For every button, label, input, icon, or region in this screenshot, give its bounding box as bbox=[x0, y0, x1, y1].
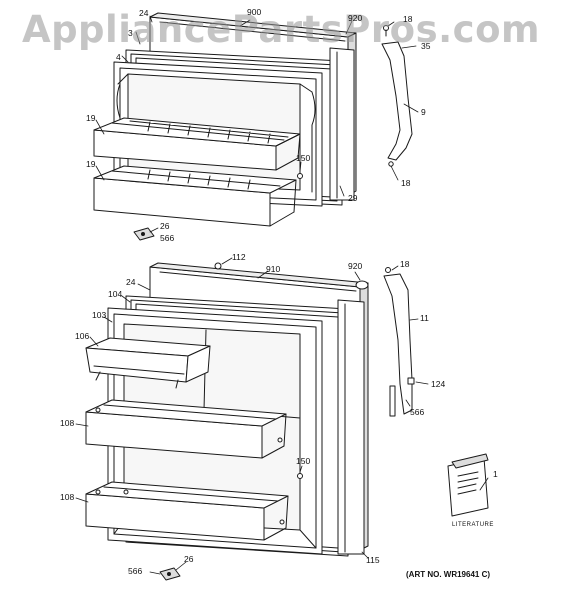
callout-9: 9 bbox=[421, 107, 426, 117]
callout-104: 104 bbox=[108, 289, 123, 299]
callout-1: 1 bbox=[493, 469, 498, 479]
door-closer-bushing bbox=[355, 280, 369, 290]
callout-900: 900 bbox=[247, 7, 262, 17]
hinge-pin-cap bbox=[214, 262, 222, 270]
callout-19-upper: 19 bbox=[86, 113, 96, 123]
callout-26-upper: 26 bbox=[160, 221, 170, 231]
freezer-door-assembly bbox=[93, 12, 413, 241]
freezer-door-stop-part bbox=[133, 227, 155, 241]
callout-29: 29 bbox=[348, 193, 358, 203]
freezer-door-shelf-lower bbox=[93, 165, 297, 227]
freezer-door-side-strip bbox=[329, 47, 355, 201]
callout-115: 115 bbox=[366, 555, 380, 565]
callout-150-lower: 150 bbox=[296, 456, 311, 466]
fresh-food-liner-screw bbox=[297, 473, 303, 479]
literature-booklet bbox=[447, 453, 489, 517]
fresh-food-door-side-strip bbox=[337, 299, 365, 555]
callout-24-lower: 24 bbox=[126, 277, 136, 287]
dairy-compartment-door bbox=[85, 337, 211, 389]
callout-920-upper: 920 bbox=[348, 13, 363, 23]
callout-24-upper: 24 bbox=[139, 8, 149, 18]
callout-566-middle: 566 bbox=[410, 407, 425, 417]
callout-566-lower: 566 bbox=[128, 566, 143, 576]
callout-18-middle: 18 bbox=[401, 178, 411, 188]
watermark-logo: AppliancePartsPros.com bbox=[21, 8, 541, 51]
fresh-food-door-hinge-bracket bbox=[383, 267, 415, 417]
callout-35: 35 bbox=[421, 41, 431, 51]
fresh-food-door-assembly bbox=[85, 262, 489, 581]
callout-19-lower: 19 bbox=[86, 159, 96, 169]
fresh-food-door-shelf-lower bbox=[85, 481, 289, 541]
fresh-food-door-shelf-upper bbox=[85, 399, 287, 459]
callout-leader-lines bbox=[75, 15, 489, 575]
callout-920-lower: 920 bbox=[348, 261, 363, 271]
callout-103: 103 bbox=[92, 310, 107, 320]
callout-150-upper: 150 bbox=[296, 153, 311, 163]
freezer-door-shelf-upper bbox=[93, 117, 301, 171]
callout-108-upper: 108 bbox=[60, 418, 75, 428]
callout-18-upper: 18 bbox=[403, 14, 413, 24]
callout-26-lower: 26 bbox=[184, 554, 194, 564]
callout-124: 124 bbox=[431, 379, 446, 389]
callout-18-lower: 18 bbox=[400, 259, 410, 269]
freezer-liner-screw bbox=[297, 173, 303, 179]
callout-566-upper: 566 bbox=[160, 233, 175, 243]
art-number: (ART NO. WR19641 C) bbox=[406, 570, 491, 579]
callout-112: 112 bbox=[232, 252, 246, 262]
callout-11: 11 bbox=[420, 313, 429, 323]
literature-label: LITERATURE bbox=[452, 522, 494, 528]
callout-106: 106 bbox=[75, 331, 90, 341]
callout-4: 4 bbox=[116, 52, 121, 62]
fresh-food-door-stop-part bbox=[159, 567, 181, 581]
freezer-door-hinge-bracket bbox=[381, 25, 413, 167]
callout-108-lower: 108 bbox=[60, 492, 75, 502]
callout-3: 3 bbox=[128, 28, 133, 38]
callout-910: 910 bbox=[266, 264, 281, 274]
